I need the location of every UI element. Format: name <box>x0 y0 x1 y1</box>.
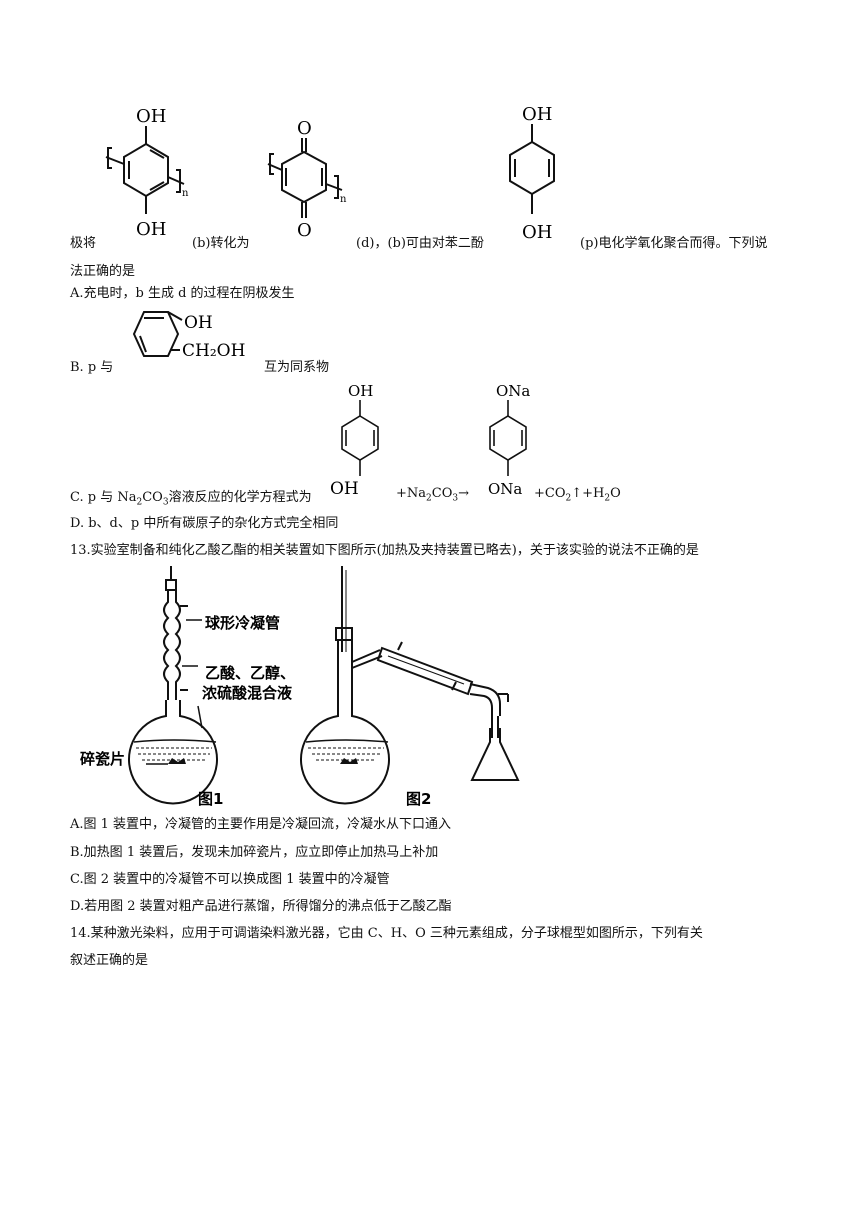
q12-intro-b: (b)转化为 <box>192 236 250 251</box>
svg-text:OH: OH <box>330 479 359 498</box>
q12-intro-a: 极将 <box>70 236 97 251</box>
oh-label: OH <box>522 222 552 242</box>
q12-intro-d: (p)电化学氧化聚合而得。下列说 <box>580 236 768 251</box>
apparatus-figure: 球形冷凝管 乙酸、乙醇、 浓硫酸混合液 碎瓷片 图1 图2 <box>80 566 520 808</box>
label-bulb-condenser: 球形冷凝管 <box>205 614 280 632</box>
figure-2-caption: 图2 <box>406 790 431 808</box>
q13-option-a: A.图 1 装置中，冷凝管的主要作用是冷凝回流，冷凝水从下口通入 <box>70 817 452 832</box>
svg-text:n: n <box>182 188 189 199</box>
figure-1-reflux-apparatus: 球形冷凝管 乙酸、乙醇、 浓硫酸混合液 碎瓷片 图1 <box>80 566 295 808</box>
structure-b-polymer: OH OH n <box>105 106 189 240</box>
q12-intro-c: (d)，(b)可由对苯二酚 <box>356 236 484 251</box>
q12-option-d: D. b、d、p 中所有碳原子的杂化方式完全相同 <box>70 516 339 531</box>
figure-2-distillation-apparatus: 图2 <box>300 566 520 808</box>
q12-option-c-reagent: +Na2CO3→ <box>396 486 470 504</box>
svg-text:OH: OH <box>348 382 373 400</box>
svg-text:OH: OH <box>184 313 213 333</box>
oh-label: OH <box>522 104 552 125</box>
structure-d-polyquinone: O O n <box>267 118 347 241</box>
q13-option-c: C.图 2 装置中的冷凝管不可以换成图 1 装置中的冷凝管 <box>70 872 390 887</box>
q14-stem-line1: 14.某种激光染料，应用于可调谐染料激光器，它由 C、H、O 三种元素组成，分子… <box>70 926 703 941</box>
q13-option-b: B.加热图 1 装置后，发现未加碎瓷片，应立即停止加热马上补加 <box>70 845 439 860</box>
q12-option-b-prefix: B. p 与 <box>70 360 114 375</box>
oh-label: OH <box>136 219 166 240</box>
svg-text:ONa: ONa <box>496 382 530 400</box>
q14-stem-line2: 叙述正确的是 <box>70 953 149 968</box>
q13-option-d: D.若用图 2 装置对粗产品进行蒸馏，所得馏分的沸点低于乙酸乙酯 <box>70 899 452 914</box>
q12-option-c-prefix: C. p 与 Na2CO3溶液反应的化学方程式为 <box>70 490 312 508</box>
svg-text:n: n <box>340 194 347 205</box>
oh-label: OH <box>136 106 166 127</box>
o-label: O <box>297 118 312 139</box>
q12-intro-e: 法正确的是 <box>70 264 136 279</box>
q13-stem: 13.实验室制备和纯化乙酸乙酯的相关装置如下图所示(加热及夹持装置已略去)，关于… <box>70 543 699 558</box>
label-mixture-line1: 乙酸、乙醇、 <box>205 664 295 682</box>
label-porcelain-chips: 碎瓷片 <box>80 750 125 768</box>
o-label: O <box>297 220 312 241</box>
q12-option-a: A.充电时，b 生成 d 的过程在阴极发生 <box>70 286 295 301</box>
structure-p-hydroquinone: OH OH <box>509 104 555 242</box>
structure-2-hydroxybenzyl-alcohol: OH CH₂OH <box>132 311 245 361</box>
svg-text:CH₂OH: CH₂OH <box>182 341 245 361</box>
q12-option-c-products: +CO2↑+H2O <box>534 486 621 504</box>
structure-hydroquinone-reactant: OH OH <box>330 382 379 498</box>
structure-disodium-hydroquinone: ONa ONa <box>488 382 530 498</box>
label-mixture-line2: 浓硫酸混合液 <box>202 684 293 702</box>
svg-text:ONa: ONa <box>488 480 522 498</box>
figure-1-caption: 图1 <box>198 790 223 808</box>
q12-option-b-suffix: 互为同系物 <box>264 360 330 375</box>
